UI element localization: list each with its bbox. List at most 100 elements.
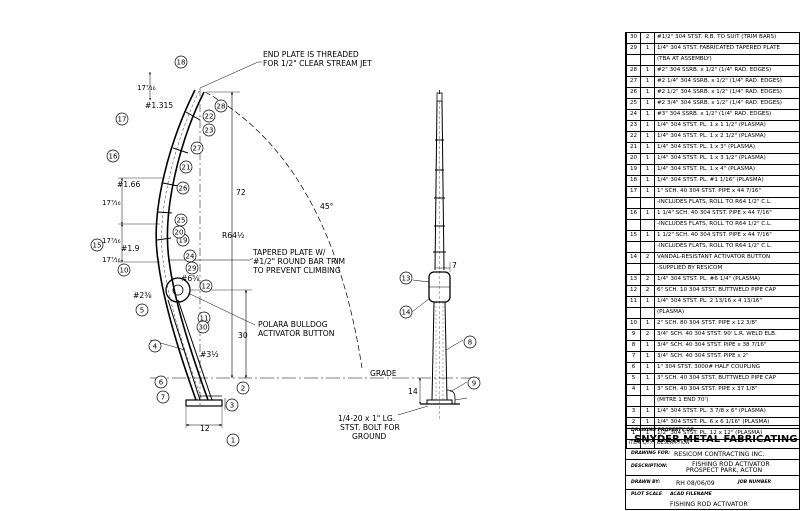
balloon-circle-7: [156, 390, 170, 404]
bom-qty: [640, 54, 655, 66]
bom-description: -SUPPLIED BY RESICOM: [654, 263, 800, 275]
note-grade: GRADE: [370, 369, 397, 378]
bom-description: -INCLUDES FLATS, ROLL TO R64 1/2" C.L.: [654, 219, 800, 231]
bom-qty: 1: [640, 351, 655, 363]
bom-qty: 1: [640, 87, 655, 99]
bom-description: #1/2" 304 STST. R.B. TO SUIT (TRIM BARS): [654, 32, 800, 44]
bom-qty: 1: [640, 175, 655, 187]
tb-property-row: DRAWING PROPERTY OF:: [626, 425, 800, 438]
tb-scale-caption: PLOT SCALE: [631, 492, 663, 497]
bom-row: (PLASMA): [626, 307, 800, 319]
bom-row: (MITRE 1 END 70'): [626, 395, 800, 407]
bom-item: 20: [626, 153, 641, 165]
bom-item: 29: [626, 43, 641, 55]
bom-description: 1 1/4" SCH. 40 304 STST. PIPE x 44 7/16": [654, 208, 800, 220]
balloon-label-5: 5: [140, 307, 144, 315]
bom-qty: 2: [640, 285, 655, 297]
bom-item: 21: [626, 142, 641, 154]
balloon-circle-5: [135, 303, 149, 317]
bom-item: 18: [626, 175, 641, 187]
bom-item: 11: [626, 296, 641, 308]
dim-d1315: #1.315: [145, 101, 173, 110]
balloon-label-2: 2: [241, 385, 245, 393]
balloon-label-29: 29: [188, 265, 197, 273]
bom-qty: 1: [640, 142, 655, 154]
dim-d19: #1.9: [121, 244, 140, 253]
bom-qty: 1: [640, 384, 655, 396]
item-balloons: 1234567891011121314151617181920212223242…: [90, 55, 481, 447]
balloon-label-17: 17: [118, 116, 127, 124]
bom-item: 10: [626, 318, 641, 330]
pole-elevation: [395, 90, 480, 420]
balloon-label-25: 25: [177, 217, 186, 225]
bom-qty: 1: [640, 318, 655, 330]
balloon-label-18: 18: [177, 59, 186, 67]
bom-description: 3" SCH. 40 304 STST. BUTTWELD PIPE CAP: [654, 373, 800, 385]
bom-item: 5: [626, 373, 641, 385]
note-end-plate-2: FOR 1/2" CLEAR STREAM JET: [263, 59, 372, 68]
note-bolt-1: 1/4-20 x 1" LG.: [338, 414, 395, 423]
balloon-label-10: 10: [120, 267, 129, 275]
balloon-label-22: 22: [205, 113, 214, 121]
balloon-label-6: 6: [159, 379, 164, 387]
bom-qty: 1: [640, 98, 655, 110]
note-end-plate-1: END PLATE IS THREADED: [263, 50, 359, 59]
bom-item: [626, 219, 641, 231]
bom-item: 6: [626, 362, 641, 374]
balloon-label-19: 19: [179, 237, 188, 245]
bom-qty: 2: [640, 252, 655, 264]
bom-item: 14: [626, 252, 641, 264]
bom-description: #3" 304 SSRB. x 1/2" (1/4" RAD. EDGES): [654, 109, 800, 121]
tb-company: SNYDER METAL FABRICATING LTD.: [634, 434, 800, 445]
balloon-circle-18: [174, 55, 188, 69]
bom-description: #2 1/2" 304 SSRB. x 1/2" (1/4" RAD. EDGE…: [654, 87, 800, 99]
dim-angle: 45°: [320, 202, 334, 211]
balloon-label-9: 9: [472, 380, 476, 388]
balloon-circle-1: [226, 433, 240, 447]
balloon-circle-16: [106, 149, 120, 163]
note-tapered-3: TO PREVENT CLIMBING: [252, 266, 341, 275]
dim-d166: #1.66: [117, 180, 140, 189]
tb-desc-caption: DESCRIPTION:: [631, 464, 668, 469]
balloon-label-16: 16: [109, 153, 118, 161]
dim-radius: R64½: [222, 231, 244, 240]
tb-filename: FISHING ROD ACTIVATOR: [670, 501, 748, 508]
bom-item: 4: [626, 384, 641, 396]
bom-description: -INCLUDES FLATS, ROLL TO R64 1/2" C.L.: [654, 241, 800, 253]
dim-d658: #6⅝: [181, 274, 200, 283]
note-bulldog-1: POLARA BULLDOG: [258, 320, 328, 329]
balloon-label-4: 4: [153, 343, 158, 351]
balloon-circle-3: [225, 398, 239, 412]
balloon-label-30: 30: [199, 324, 208, 332]
tb-desc-row: DESCRIPTION: FISHING ROD ACTIVATOR PROSP…: [626, 459, 800, 474]
bom-qty: 1: [640, 373, 655, 385]
bom-qty: 1: [640, 406, 655, 418]
balloon-label-12: 12: [202, 283, 211, 291]
balloon-circle-26: [176, 181, 190, 195]
balloon-label-21: 21: [182, 164, 191, 172]
bom-description: 1/4" 304 STST. FABRICATED TAPERED PLATE: [654, 43, 800, 55]
bom-item: 7: [626, 351, 641, 363]
note-bulldog-2: ACTIVATOR BUTTON: [258, 329, 334, 338]
bom-qty: 1: [640, 186, 655, 198]
balloon-circle-12: [199, 279, 213, 293]
balloon-label-1: 1: [231, 437, 235, 445]
balloon-circle-10: [117, 263, 131, 277]
bom-description: -INCLUDES FLATS, ROLL TO R64 1/2" C.L.: [654, 197, 800, 209]
bom-item: 13: [626, 274, 641, 286]
balloon-circle-25: [174, 213, 188, 227]
rod-outer-left: [155, 89, 197, 401]
